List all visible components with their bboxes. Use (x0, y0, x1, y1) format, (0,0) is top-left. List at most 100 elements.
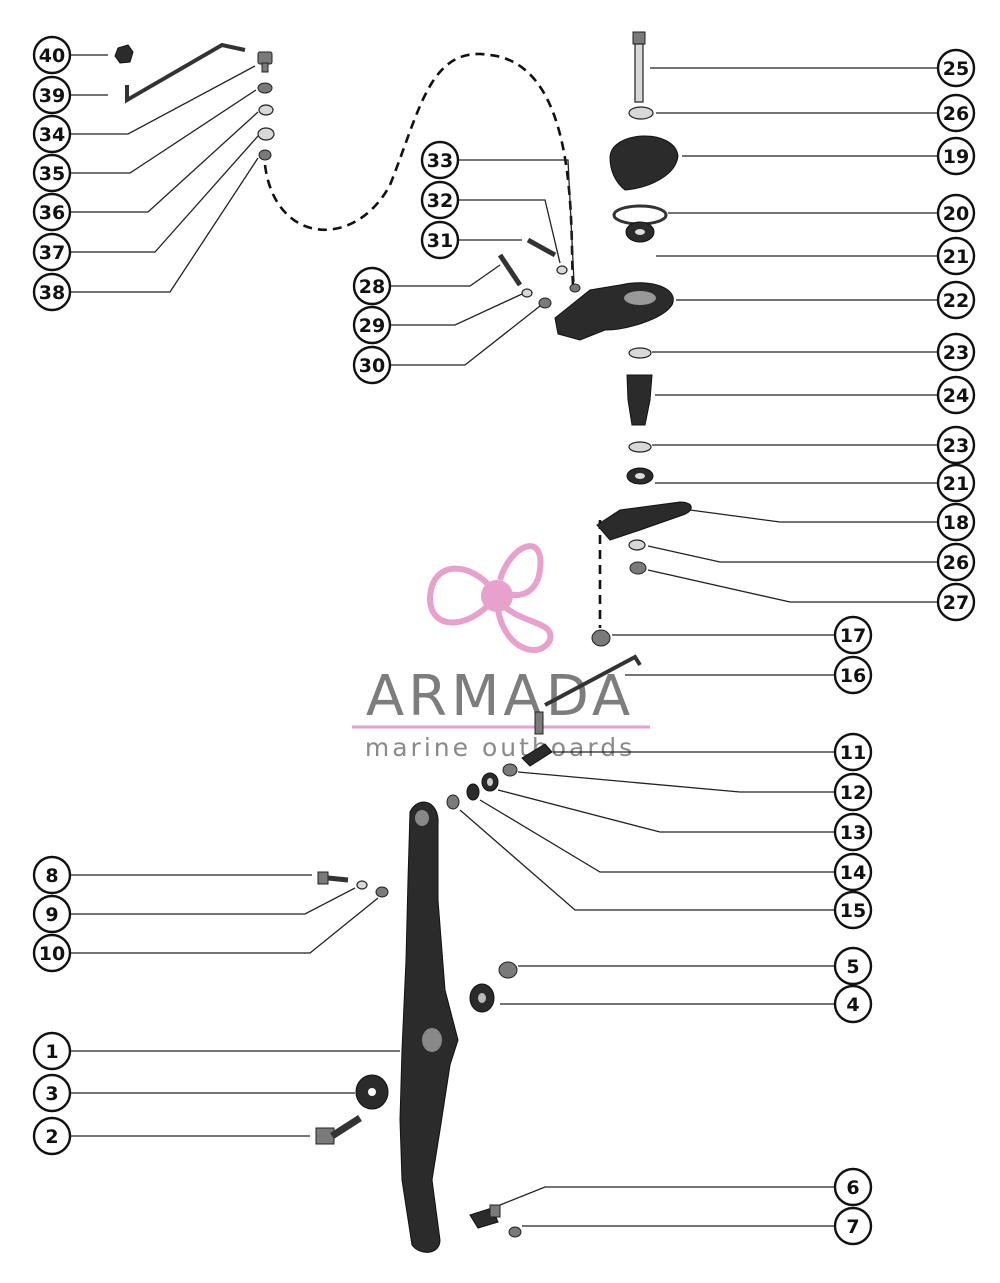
part-31-screw (526, 237, 557, 258)
callout-32: 32 (420, 180, 460, 220)
part-1-lever-arm (399, 801, 459, 1253)
callout-17: 17 (833, 615, 873, 655)
callout-12: 12 (833, 772, 873, 812)
callout-26-upper-label: 26 (943, 103, 969, 125)
part-10-nut (375, 886, 389, 898)
callout-37: 37 (32, 232, 72, 272)
brand-name: ARMADA (366, 664, 634, 729)
callout-23-upper-label: 23 (943, 342, 969, 364)
callout-30-label: 30 (359, 355, 385, 377)
brand-tagline: marine outboards (365, 733, 635, 762)
callout-20: 20 (936, 193, 976, 233)
part-21-bearing-lower (626, 467, 654, 485)
part-28-screw (497, 253, 523, 287)
part-30-nut (538, 297, 552, 309)
callout-9-label: 9 (45, 904, 58, 926)
part-35-washer (257, 82, 273, 94)
part-6-fitting (469, 1204, 501, 1229)
callout-8-label: 8 (45, 865, 58, 887)
part-4-bushing (469, 983, 495, 1013)
callout-37-label: 37 (39, 242, 65, 264)
part-27-nut (629, 561, 647, 575)
part-12-washer (502, 763, 518, 777)
callout-21-lower: 21 (936, 463, 976, 503)
callout-24: 24 (936, 375, 976, 415)
part-37-ring (257, 127, 275, 141)
part-36-washer (258, 104, 274, 116)
callout-28-label: 28 (359, 276, 385, 298)
callout-32-label: 32 (427, 190, 453, 212)
callout-24-label: 24 (943, 385, 969, 407)
part-11-connector-screw (521, 711, 553, 767)
part-15-washer (446, 794, 460, 810)
callout-14: 14 (833, 852, 873, 892)
part-16-rod (544, 654, 642, 707)
callout-21-upper: 21 (936, 236, 976, 276)
callout-28: 28 (352, 266, 392, 306)
part-32-washer (556, 265, 568, 275)
callout-22: 22 (936, 280, 976, 320)
callout-33: 33 (420, 140, 460, 180)
callout-10-label: 10 (39, 943, 65, 965)
callout-3-label: 3 (45, 1083, 58, 1105)
callout-6: 6 (833, 1167, 873, 1207)
callout-7: 7 (833, 1206, 873, 1246)
callout-27: 27 (936, 582, 976, 622)
callout-7-label: 7 (846, 1216, 859, 1238)
part-18-lever (596, 501, 692, 541)
callout-1: 1 (32, 1031, 72, 1071)
callout-33-label: 33 (427, 150, 453, 172)
callout-23-lower: 23 (936, 425, 976, 465)
callout-36: 36 (32, 192, 72, 232)
callout-12-label: 12 (840, 782, 866, 804)
callout-34-label: 34 (39, 124, 65, 146)
leader-lines (70, 54, 938, 1227)
callout-18-label: 18 (943, 512, 969, 534)
callout-31-label: 31 (427, 230, 453, 252)
callout-26-lower: 26 (936, 542, 976, 582)
callout-9: 9 (32, 894, 72, 934)
callout-38: 38 (32, 272, 72, 312)
callout-26-upper: 26 (936, 93, 976, 133)
part-20-spring-ring (612, 204, 668, 226)
brand-logo: ARMADA marine outboards (352, 543, 650, 762)
callout-27-label: 27 (943, 592, 969, 614)
part-8-screw (317, 871, 349, 885)
part-38-nut (258, 149, 272, 161)
callout-8: 8 (32, 855, 72, 895)
callout-14-label: 14 (840, 862, 866, 884)
part-19-cover (609, 135, 679, 191)
callout-19-label: 19 (943, 146, 969, 168)
callout-15-label: 15 (840, 900, 866, 922)
callout-19: 19 (936, 136, 976, 176)
callout-31: 31 (420, 220, 460, 260)
callout-40-label: 40 (39, 45, 65, 67)
part-33-nut (569, 283, 581, 293)
part-25-bolt (632, 31, 646, 103)
part-21-bearing-top (625, 221, 655, 243)
callout-16: 16 (833, 655, 873, 695)
part-9-washer (356, 880, 368, 890)
callout-4: 4 (833, 984, 873, 1024)
callout-18: 18 (936, 502, 976, 542)
part-26-washer-lower (628, 539, 646, 551)
callout-23-upper: 23 (936, 332, 976, 372)
callout-2: 2 (32, 1116, 72, 1156)
part-5-washer (498, 961, 518, 979)
callout-16-label: 16 (840, 665, 866, 687)
callout-34: 34 (32, 114, 72, 154)
callout-11: 11 (833, 732, 873, 772)
callout-6-label: 6 (846, 1177, 859, 1199)
part-2-bolt (315, 1115, 362, 1145)
callout-5: 5 (833, 946, 873, 986)
throttle-cable-dashed (263, 52, 575, 286)
part-17-connector (591, 629, 611, 647)
callout-35: 35 (32, 153, 72, 193)
part-3-washer (355, 1074, 389, 1110)
callout-21-upper-label: 21 (943, 246, 969, 268)
part-24-bushing (626, 374, 653, 426)
callout-26-lower-label: 26 (943, 552, 969, 574)
callout-13-label: 13 (840, 822, 866, 844)
callout-38-label: 38 (39, 282, 65, 304)
